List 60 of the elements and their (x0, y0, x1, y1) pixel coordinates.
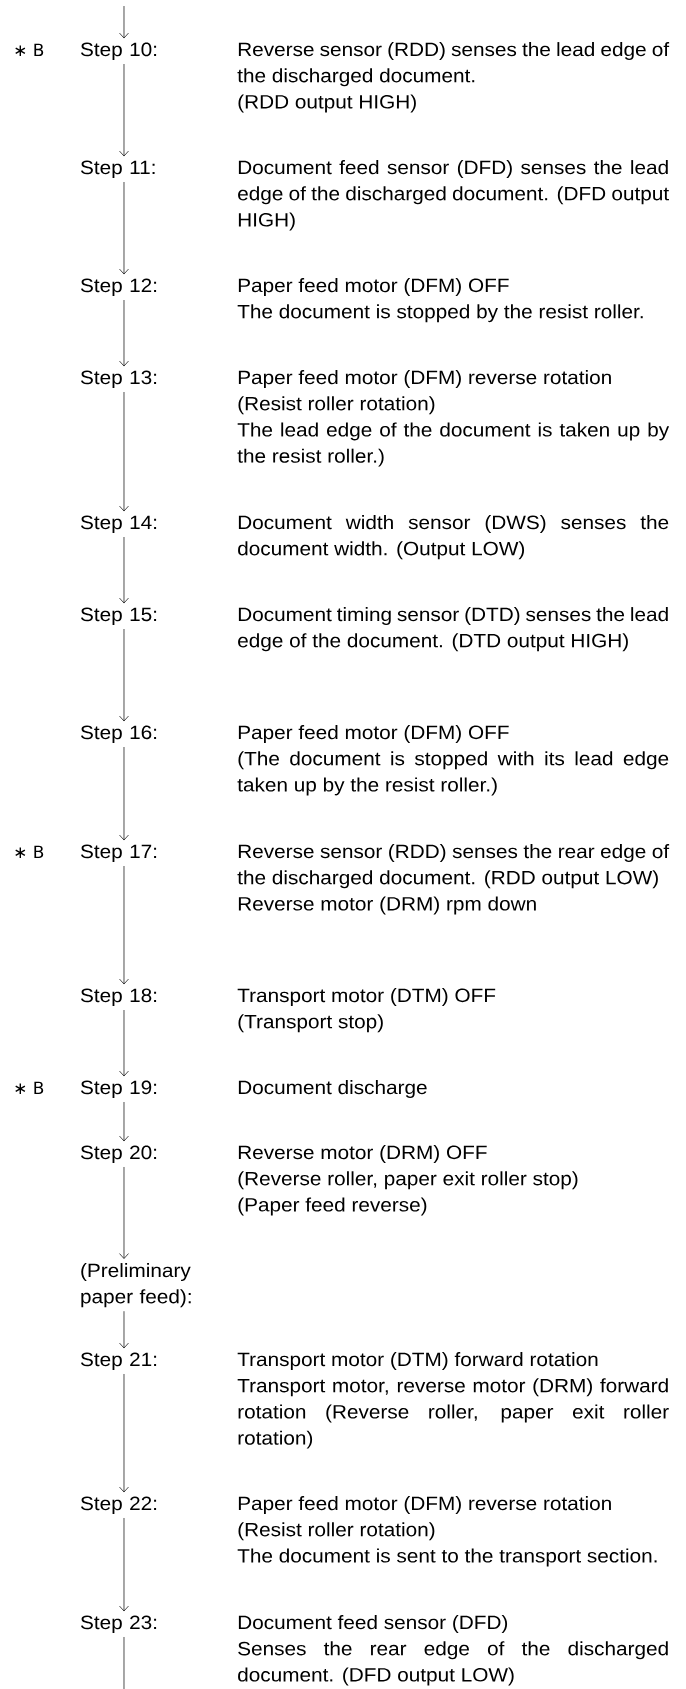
description-text: Paper feed motor (DFM) reverse rotation (238, 370, 611, 388)
step-label: Step 21: (80, 1352, 157, 1370)
arrow (119, 1166, 129, 1259)
step-label: Step 19: (80, 1080, 157, 1098)
arrow (119, 628, 129, 722)
description-text: Transport motor (DTM) OFF (237, 988, 496, 1006)
step-label: Step 13: (80, 370, 157, 388)
step-label: Step 15: (80, 607, 157, 625)
step-label: Step 18: (80, 988, 157, 1006)
description-text: The document is sent to the transport section. (237, 1548, 657, 1567)
description-text: (RDD output HIGH) (238, 94, 416, 113)
step-label: Step 23: (80, 1615, 157, 1633)
description-text: (Resist roller rotation) (238, 396, 435, 415)
arrow (119, 746, 129, 841)
arrow (119, 1310, 129, 1349)
description-text: Senses the rear edge of the discharged document. (DFD output LOW) (238, 1641, 668, 1686)
arrow (119, 391, 129, 512)
arrow (119, 1009, 129, 1077)
step-label: (Preliminary paper feed): (81, 1263, 191, 1308)
description-text: Document discharge (238, 1080, 427, 1098)
description-text: Paper feed motor (DFM) OFF (238, 725, 509, 743)
description-text: (Paper feed reverse) (238, 1197, 427, 1216)
description-text: Reverse motor (DRM) OFF (238, 1145, 487, 1163)
arrow (119, 181, 129, 275)
description-text: Document width sensor (DWS) senses the document width. (Output LOW) (238, 515, 669, 560)
description-text: Reverse sensor (RDD) senses the lead edge of the discharged document. (237, 42, 670, 87)
step-label: Step 16: (80, 725, 157, 743)
step-label: Step 22: (80, 1496, 157, 1514)
step-label: Step 11: (80, 160, 155, 178)
description-text: Transport motor, reverse motor (DRM) forward rotation (Reverse roller, paper exit roller rotation) (237, 1378, 669, 1449)
arrow (119, 63, 129, 157)
step-label: Step 10: (80, 42, 157, 60)
arrow (119, 1373, 129, 1493)
description-text: Document feed sensor (DFD) (238, 1615, 508, 1633)
description-text: Transport motor (DTM) forward rotation (237, 1352, 598, 1370)
arrow (119, 1101, 129, 1142)
description-text: (The document is stopped with its lead edge taken up by the resist roller.) (237, 751, 669, 796)
marker-text: ∗ B (15, 43, 44, 56)
description-text: (Transport stop) (238, 1014, 383, 1033)
description-text: (Resist roller rotation) (238, 1522, 435, 1541)
arrow (119, 865, 129, 985)
description-text: Paper feed motor (DFM) reverse rotation (238, 1496, 611, 1514)
step-label: Step 20: (80, 1145, 157, 1163)
description-text: Document timing sensor (DTD) senses the lead edge of the document. (DTD output HIGH) (238, 607, 668, 652)
arrow (119, 1517, 129, 1612)
description-text: Paper feed motor (DFM) OFF (238, 278, 509, 296)
description-text: Reverse sensor (RDD) senses the rear edge of the discharged document. (RDD output LOW) (237, 844, 670, 889)
marker-text: ∗ B (15, 1081, 44, 1094)
step-label: Step 14: (80, 515, 157, 533)
arrow (119, 5, 129, 39)
arrow (119, 299, 129, 367)
marker-text: ∗ B (15, 845, 44, 858)
description-text: The document is stopped by the resist roller. (237, 304, 643, 323)
description-text: Reverse motor (DRM) rpm down (238, 896, 536, 915)
step-label: Step 12: (80, 278, 157, 296)
description-text: Document feed sensor (DFD) senses the lead edge of the discharged document. (DFD output HIGH) (238, 160, 669, 231)
step-label: Step 17: (80, 844, 157, 862)
arrow (119, 536, 129, 604)
description-text: The lead edge of the document is taken up by the resist roller.) (237, 422, 670, 467)
description-text: (Reverse roller, paper exit roller stop) (238, 1171, 578, 1190)
